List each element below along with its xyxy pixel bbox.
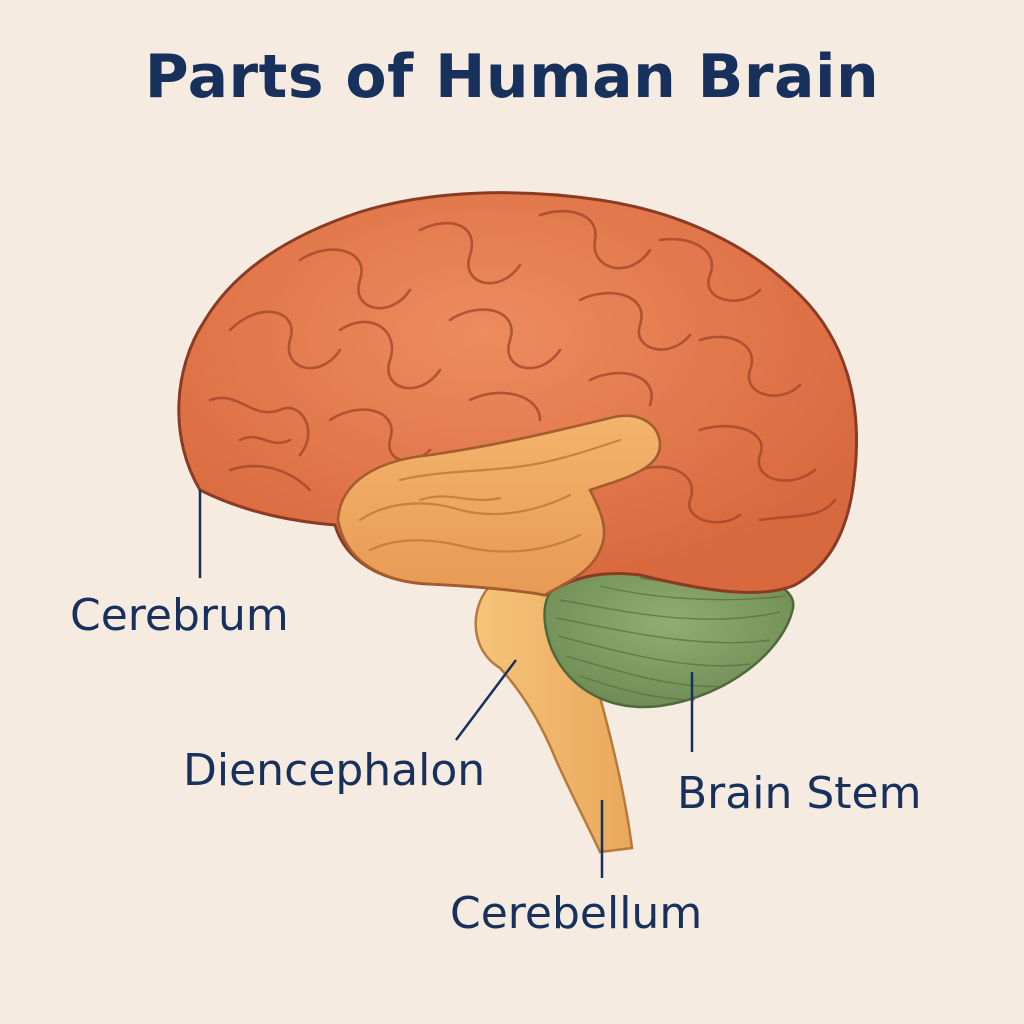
temporal-lobe-folds (358, 438, 622, 553)
leader-line-diencephalon (455, 659, 517, 741)
cerebrum-gyri (208, 209, 837, 524)
page-title: Parts of Human Brain (144, 42, 880, 112)
leader-lines (198, 490, 694, 878)
label-cerebellum: Cerebellum (450, 888, 703, 939)
label-diencephalon: Diencephalon (183, 745, 486, 796)
label-cerebrum: Cerebrum (70, 590, 289, 641)
label-brain-stem: Brain Stem (677, 768, 922, 819)
temporal-lobe-shape (336, 414, 662, 597)
